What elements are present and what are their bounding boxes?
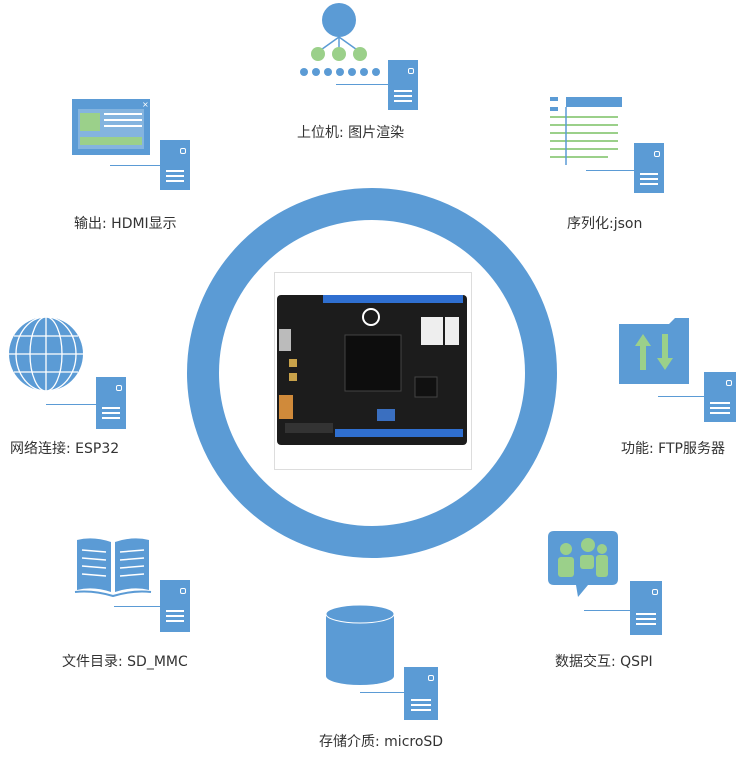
node-label-ftp: 功能: FTP服务器 [621, 441, 725, 457]
svg-text:×: × [142, 100, 149, 109]
server-icon [634, 143, 664, 193]
globe-icon [9, 316, 83, 392]
node-label-esp32: 网络连接: ESP32 [10, 441, 120, 457]
open-book-icon [74, 538, 152, 598]
server-icon [388, 60, 418, 110]
server-icon [404, 667, 438, 720]
server-icon [160, 140, 190, 190]
server-icon [704, 372, 736, 422]
server-icon [160, 580, 190, 632]
hierarchy-icon [300, 3, 380, 76]
window-icon: × [72, 99, 150, 155]
node-label-render: 上位机: 图片渲染 [297, 125, 405, 141]
document-lines-icon [550, 97, 622, 165]
node-label-hdmi: 输出: HDMI显示 [74, 216, 177, 232]
node-label-qspi: 数据交互: QSPI [555, 654, 653, 670]
folder-transfer-icon [619, 318, 689, 384]
video-call-icon [548, 531, 618, 597]
node-label-json: 序列化:json [567, 216, 643, 232]
node-label-microsd: 存储介质: microSD [319, 734, 444, 750]
database-cylinder-icon [325, 604, 395, 685]
node-label-sdmmc: 文件目录: SD_MMC [62, 654, 188, 670]
board-photo [274, 272, 472, 470]
server-icon [96, 377, 126, 429]
server-icon [630, 581, 662, 635]
